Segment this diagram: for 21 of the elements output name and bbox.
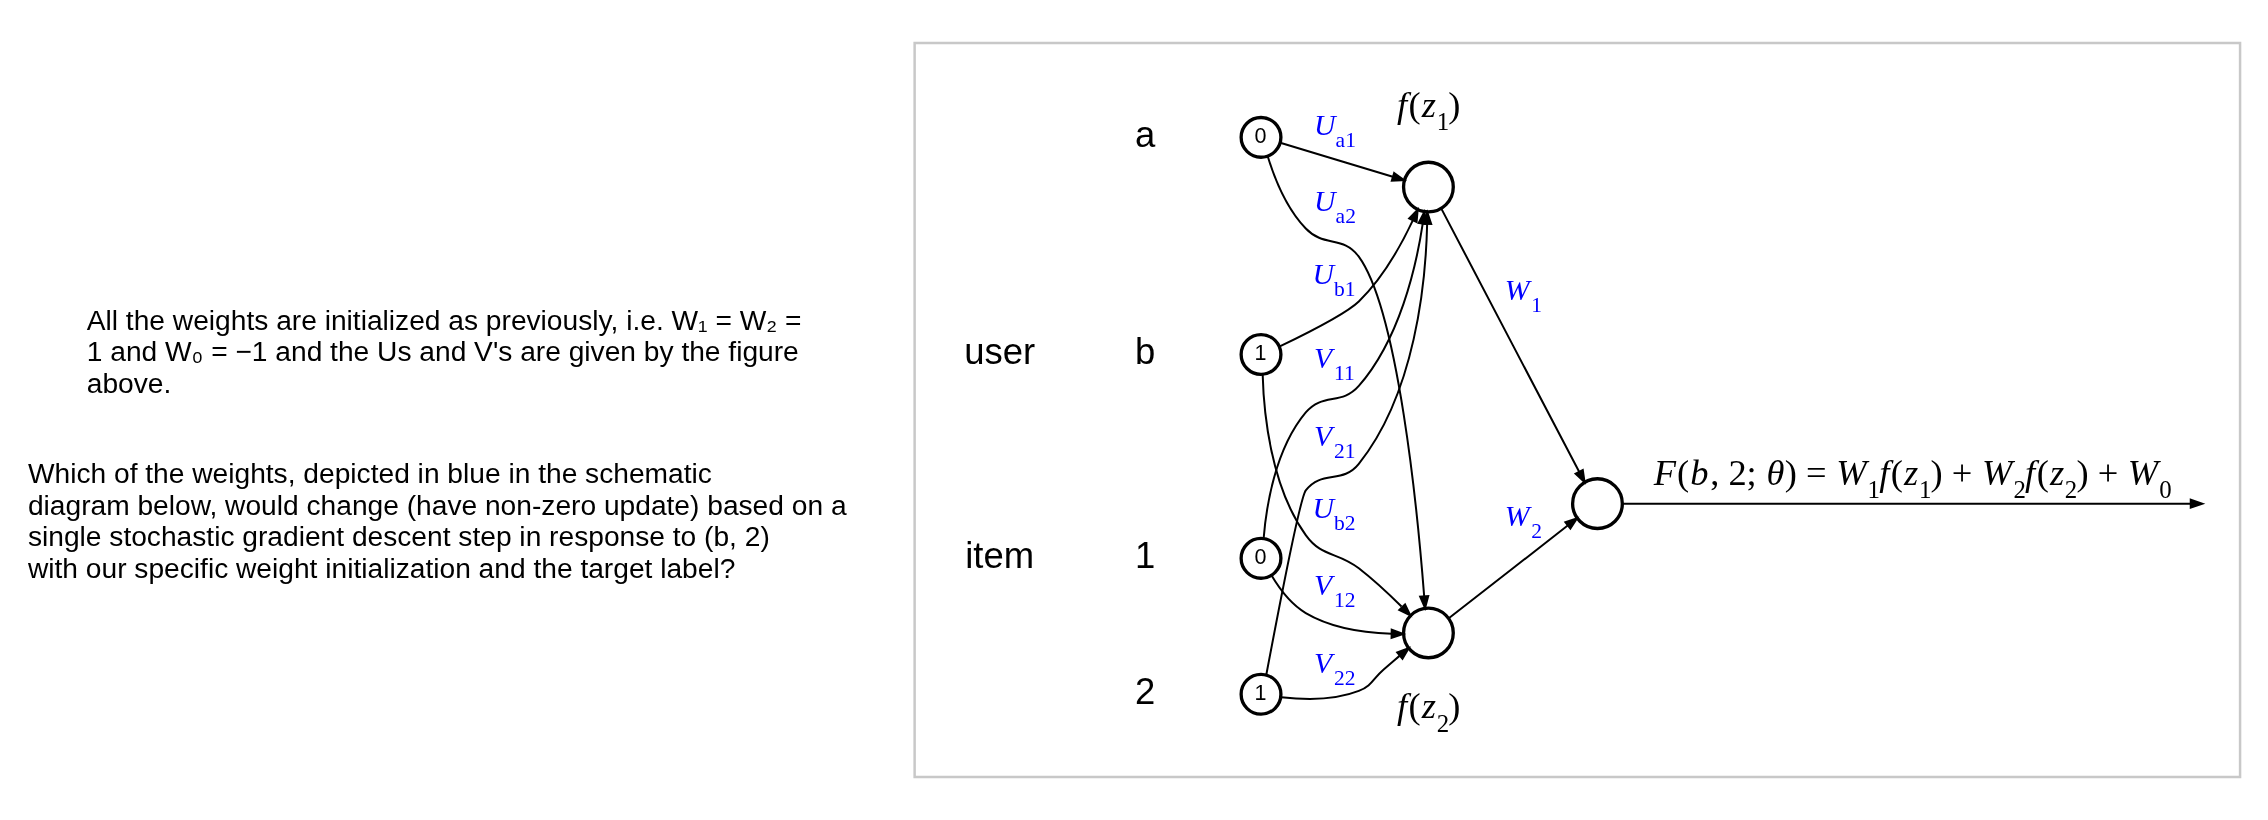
node-label: 1	[1135, 534, 1156, 576]
node-label: b	[1135, 330, 1156, 372]
edge-label: U$_{b2}$	[1312, 490, 1356, 535]
edge-label: V$_{21}$	[1314, 419, 1356, 464]
edge-label: W$_{1}$	[1504, 273, 1542, 318]
label: item	[965, 534, 1035, 576]
node-label: 2	[1135, 670, 1156, 712]
edge-label: V$_{12}$	[1314, 568, 1356, 613]
label: All the weights are initialized as previously, i.e. W₁ = W₂ = 1 and W₀ = −1 and the Us and V's are given by the figure above.	[86, 303, 802, 399]
node-label: f(z$_{1}$)	[1396, 84, 1461, 136]
edge-label: V$_{11}$	[1314, 341, 1355, 386]
label: user	[964, 330, 1036, 372]
node-label: f(z$_{2}$)	[1396, 686, 1461, 737]
edge-label: V$_{22}$	[1314, 646, 1356, 691]
edge-label: W$_{2}$	[1504, 498, 1542, 543]
edge-label: U$_{b1}$	[1312, 256, 1356, 301]
edge-label: U$_{a2}$	[1314, 183, 1356, 228]
label: Which of the weights, depicted in blue in the schematic diagram below, would change (have non-zero update) based on a single stochastic gradient descent step in response to (b, 2) with our specific weight initialization and the target label?	[27, 457, 847, 584]
edge-label: U$_{a1}$	[1314, 107, 1356, 152]
edge-label: F(b, 2; θ) = W$_{1}$f(z$_{1}$) + W$_{2}$f(z$_{2}$) + W$_{0}$	[1653, 452, 2172, 504]
node-label: a	[1135, 113, 1156, 155]
